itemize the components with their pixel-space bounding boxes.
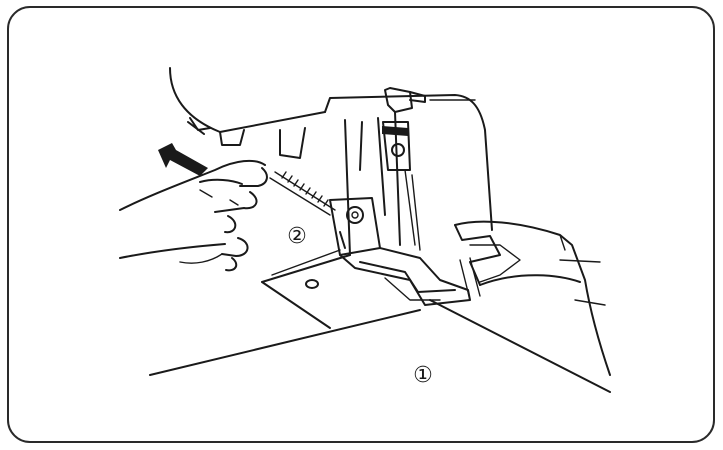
callout-thread-chain: ② — [287, 224, 307, 249]
illustration-frame — [7, 6, 715, 443]
machine-arm — [169, 67, 493, 231]
bed-hole-icon — [305, 279, 319, 289]
pull-direction-arrow — [158, 143, 239, 206]
left-hand — [119, 159, 268, 272]
thread-chain-stitches — [281, 171, 329, 207]
machine-bed — [149, 249, 611, 393]
callout-fabric: ① — [413, 363, 433, 388]
thread-chain — [269, 171, 336, 216]
fabric — [454, 220, 611, 376]
clamp-screw-icon — [391, 143, 405, 157]
foot-screw-icon — [346, 206, 364, 224]
presser-foot-assembly — [329, 87, 481, 306]
